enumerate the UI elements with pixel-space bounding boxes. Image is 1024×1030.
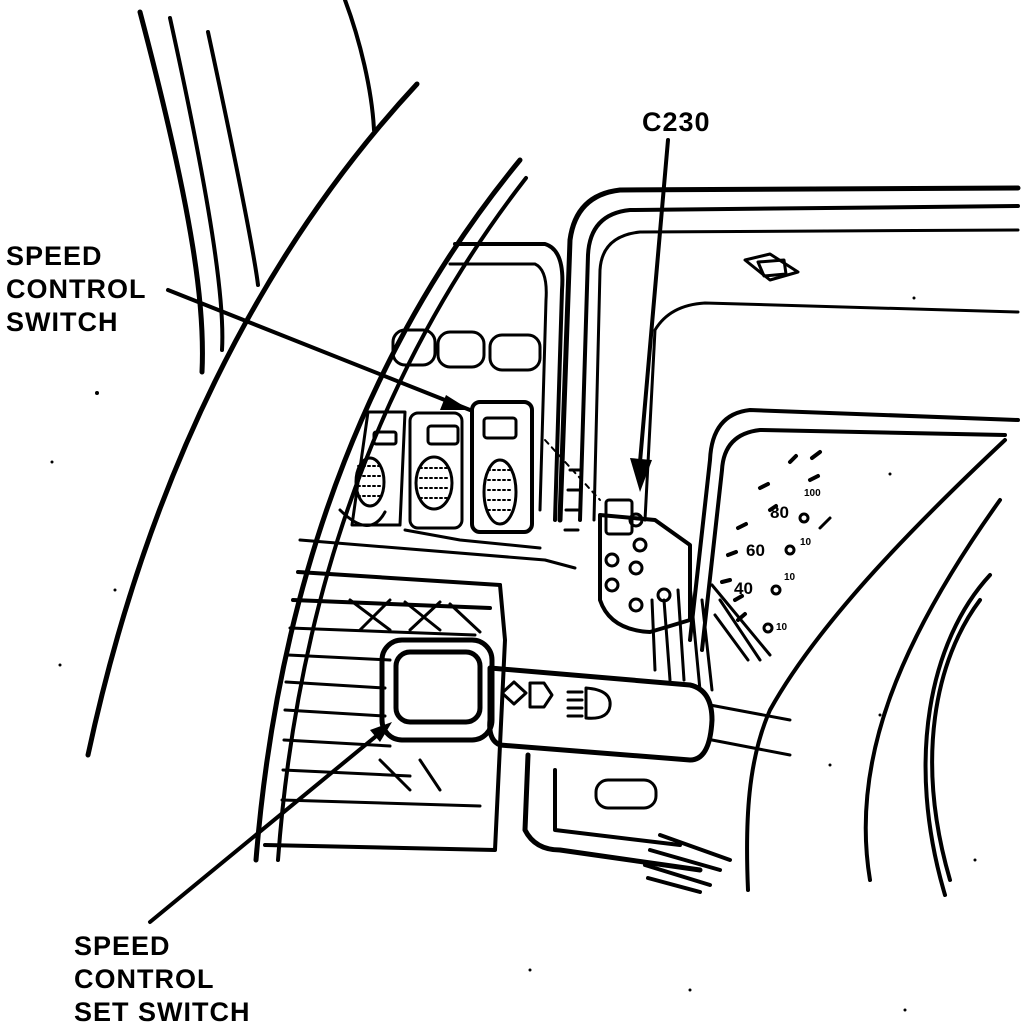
gauge-number-60: 60 bbox=[746, 541, 765, 560]
leader-c230 bbox=[630, 138, 670, 492]
door-edge bbox=[253, 157, 528, 863]
steering-column bbox=[522, 752, 732, 894]
callout-line: SET SWITCH bbox=[74, 997, 251, 1027]
steering-wheel-rim bbox=[863, 498, 1002, 897]
gauge-mark-100: 100 bbox=[804, 488, 821, 499]
callout-speed-control-set-switch: SPEED CONTROL SET SWITCH bbox=[74, 930, 251, 1029]
gauge-mark-10c: 10 bbox=[776, 622, 788, 633]
gauge-mark-10a: 10 bbox=[800, 537, 812, 548]
callout-line: SPEED bbox=[6, 241, 103, 271]
leader-speed-control-switch bbox=[166, 288, 472, 412]
callout-c230: C230 bbox=[642, 106, 711, 139]
a-pillar bbox=[85, 0, 420, 758]
speedometer bbox=[710, 438, 1007, 892]
callout-line: SPEED bbox=[74, 931, 171, 961]
gauge-mark-10b: 10 bbox=[784, 572, 796, 583]
gauge-number-80: 80 bbox=[770, 503, 789, 522]
callout-speed-control-switch: SPEED CONTROL SWITCH bbox=[6, 240, 146, 339]
air-vent-grille bbox=[263, 570, 507, 852]
print-speckle bbox=[50, 296, 977, 1012]
instrument-cluster bbox=[557, 185, 1021, 652]
leader-set-switch bbox=[148, 722, 392, 924]
callout-line: SWITCH bbox=[6, 307, 119, 337]
turn-signal-stalk bbox=[379, 637, 792, 763]
callout-line: CONTROL bbox=[6, 274, 147, 304]
callout-line: CONTROL bbox=[74, 964, 215, 994]
left-switch-panel bbox=[298, 242, 577, 570]
gauge-number-40: 40 bbox=[734, 579, 753, 598]
callout-line: C230 bbox=[642, 107, 711, 137]
connector-c230 bbox=[544, 439, 714, 692]
